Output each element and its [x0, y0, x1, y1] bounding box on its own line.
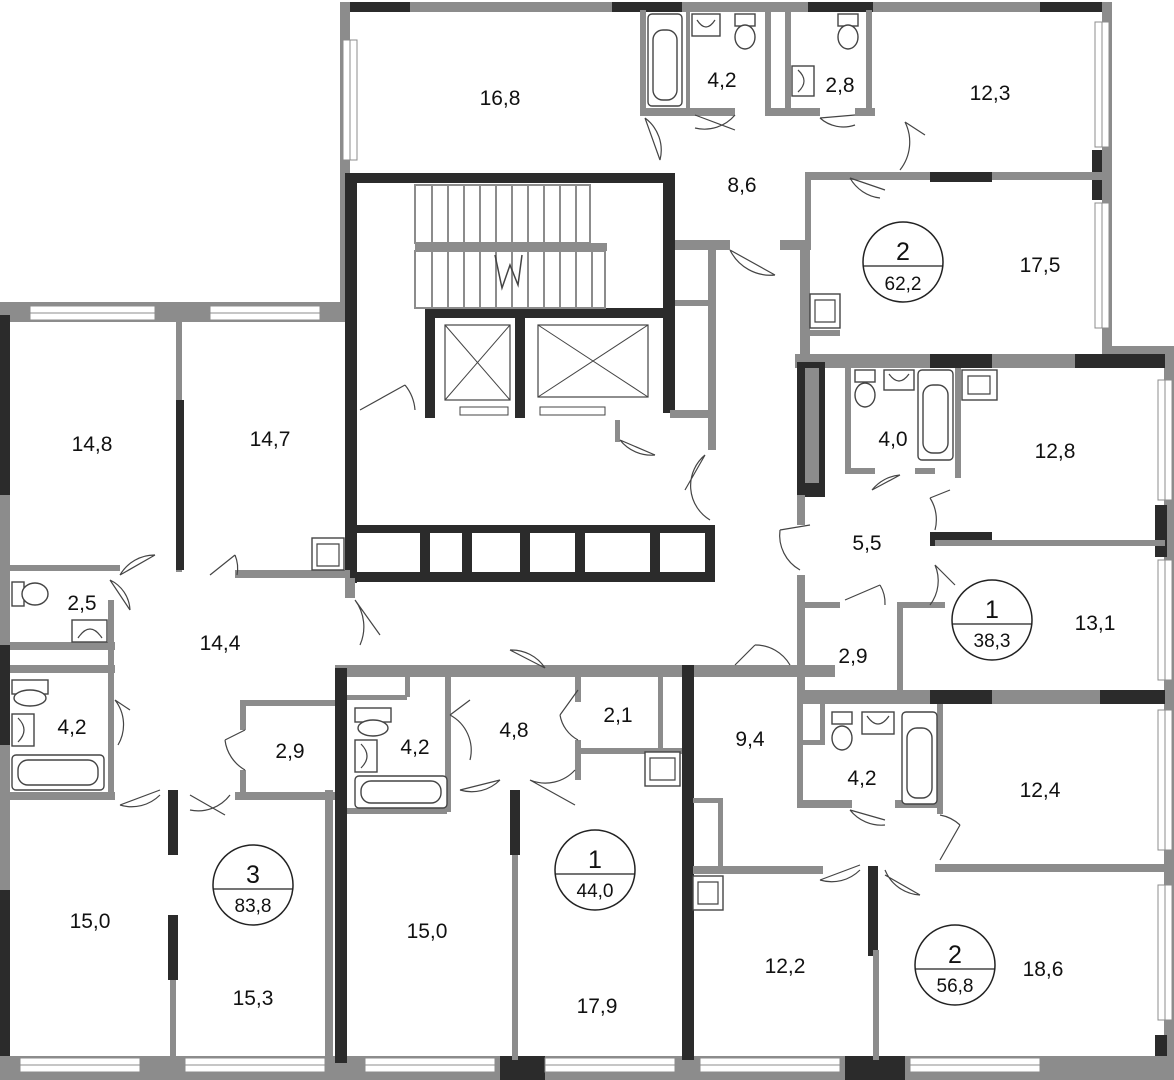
- room-area: 17,9: [577, 995, 618, 1018]
- apartment-total-area: 56,8: [937, 976, 974, 997]
- apartment-rooms: 2: [896, 238, 910, 266]
- apartment-rooms: 1: [588, 846, 602, 874]
- apartment-badge: 2 62,2: [862, 221, 944, 303]
- room-area: 14,8: [72, 433, 113, 456]
- room-area: 15,3: [233, 987, 274, 1010]
- room-area: 14,7: [250, 428, 291, 451]
- room-area: 4,8: [499, 719, 528, 742]
- sanitary-fixtures: [11, 13, 998, 911]
- room-area: 2,1: [603, 704, 632, 727]
- apartment-total-area: 38,3: [974, 631, 1011, 652]
- room-area: 4,2: [57, 716, 86, 739]
- room-area: 2,5: [67, 592, 96, 615]
- room-area: 4,2: [707, 69, 736, 92]
- room-area: 15,0: [407, 920, 448, 943]
- room-area: 13,1: [1075, 612, 1116, 635]
- apartment-badge: 2 56,8: [914, 924, 996, 1006]
- apartment-badge: 1 44,0: [554, 829, 636, 911]
- room-area: 12,3: [970, 82, 1011, 105]
- apartment-total-area: 62,2: [885, 274, 922, 295]
- room-area: 5,5: [852, 532, 881, 555]
- room-area: 2,8: [825, 74, 854, 97]
- room-area: 2,9: [275, 740, 304, 763]
- room-area: 4,2: [847, 767, 876, 790]
- room-area: 12,2: [765, 955, 806, 978]
- room-area: 17,5: [1020, 254, 1061, 277]
- apartment-total-area: 83,8: [235, 896, 272, 917]
- elevators: [444, 324, 649, 416]
- interior-walls: [10, 10, 1165, 1063]
- room-area: 16,8: [480, 87, 521, 110]
- apartment-badge: 1 38,3: [951, 579, 1033, 661]
- room-area-labels: 16,8 4,2 2,8 12,3 8,6 17,5 14,8 14,7 2,5…: [57, 69, 1115, 1018]
- room-area: 2,9: [838, 645, 867, 668]
- room-area: 4,0: [878, 428, 907, 451]
- apartment-total-area: 44,0: [577, 881, 614, 902]
- room-area: 4,2: [400, 736, 429, 759]
- room-area: 18,6: [1023, 958, 1064, 981]
- apartment-rooms: 3: [246, 861, 260, 889]
- room-area: 14,4: [200, 632, 241, 655]
- doors: [109, 114, 961, 896]
- staircase: [414, 184, 607, 309]
- room-area: 15,0: [70, 910, 111, 933]
- apartment-rooms: 2: [948, 941, 962, 969]
- room-area: 12,8: [1035, 440, 1076, 463]
- windows: [19, 21, 1173, 1073]
- room-area: 12,4: [1020, 779, 1061, 802]
- room-area: 9,4: [735, 728, 765, 751]
- room-area: 8,6: [727, 174, 756, 197]
- apartment-rooms: 1: [985, 596, 999, 624]
- apartment-badge: 3 83,8: [212, 844, 294, 926]
